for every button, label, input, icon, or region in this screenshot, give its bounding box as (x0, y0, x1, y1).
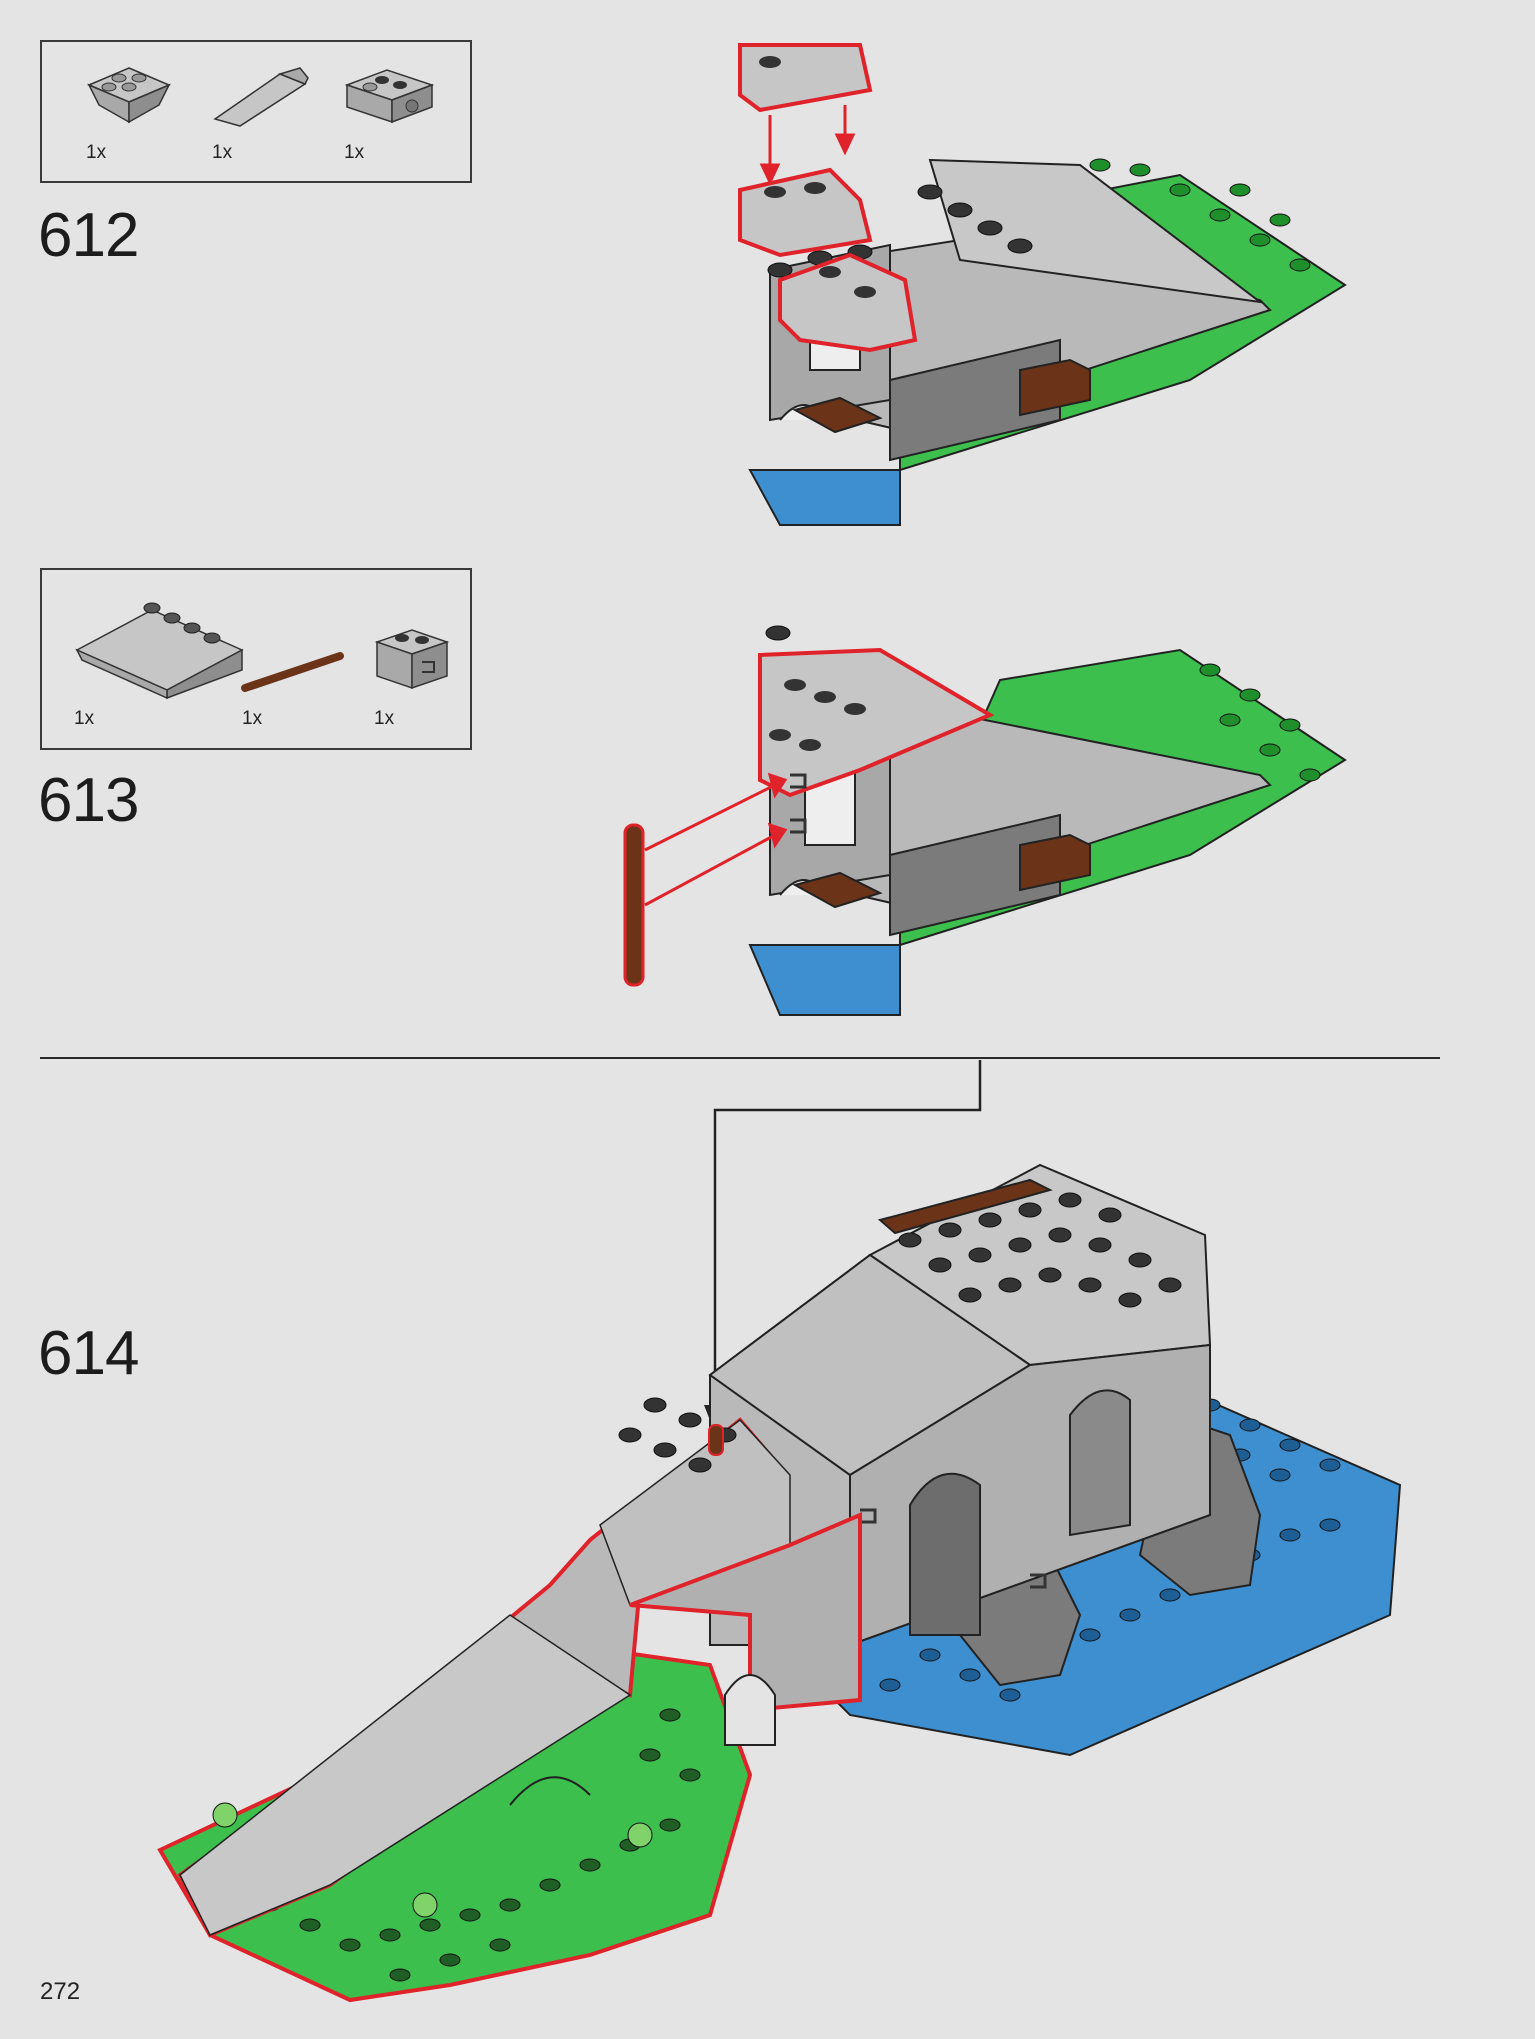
parts-callout-613: 1x 1x 1x (40, 568, 472, 750)
build-illustration-613 (623, 625, 1347, 1016)
part-quantity: 1x (374, 708, 395, 729)
page-number: 272 (40, 1978, 81, 2005)
section-divider (40, 1057, 1440, 1059)
parts-callout-612: 1x 1x 1x (40, 40, 472, 183)
part-quantity: 1x (74, 708, 95, 729)
step-number: 612 (38, 201, 139, 270)
part-quantity: 1x (242, 708, 263, 729)
step-number: 613 (38, 766, 139, 835)
part-brick-with-clip (374, 629, 450, 690)
part-quantity: 1x (344, 142, 365, 163)
part-inverted-slope-brick (87, 67, 171, 124)
build-illustration-612 (738, 43, 1347, 526)
part-quantity: 1x (86, 142, 107, 163)
step-number: 614 (38, 1319, 139, 1388)
part-brown-bar (241, 652, 344, 692)
part-quantity: 1x (212, 142, 233, 163)
part-technic-brick-with-hole (344, 69, 435, 124)
part-slope-brick (213, 67, 309, 127)
build-illustration-614 (157, 1060, 1402, 2003)
part-slope-brick-large (75, 602, 244, 700)
